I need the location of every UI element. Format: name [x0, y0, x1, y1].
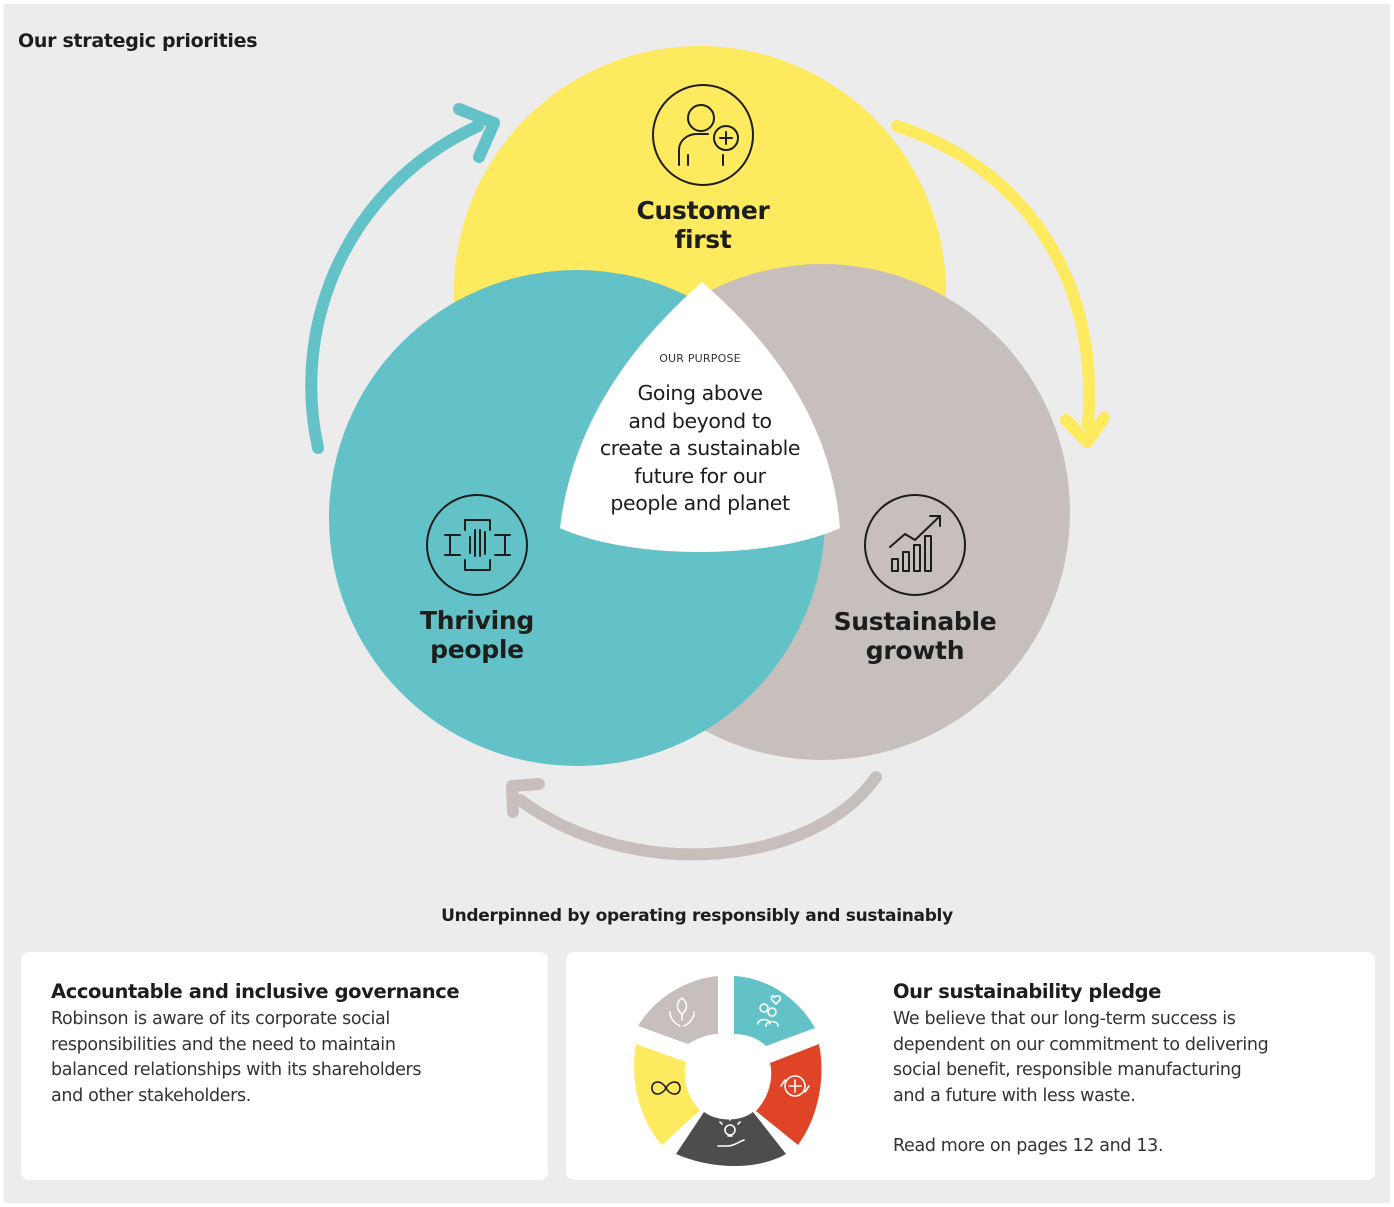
people-heart-icon [757, 995, 782, 1027]
governance-heading: Accountable and inclusive governance [51, 980, 460, 1003]
teal-cycle-arrow [305, 120, 484, 454]
infinity-icon [651, 1081, 681, 1095]
taupe-cycle-arrow [514, 771, 882, 861]
wheel-segment-lightbulb [676, 1112, 786, 1166]
lightbulb-hand-icon [717, 1117, 745, 1147]
plant-in-hands-icon [669, 997, 695, 1027]
purpose-shape [560, 282, 840, 552]
growth-chart-icon [864, 494, 966, 596]
governance-line3: balanced relationships with its sharehol… [51, 1060, 422, 1080]
taupe-arrowhead [506, 778, 545, 818]
governance-body: Robinson is aware of its corporate socia… [51, 1007, 422, 1109]
teal-arrowhead [453, 103, 500, 163]
customer-first-label: Customer first [603, 196, 803, 254]
thriving-people-line1: Thriving [420, 606, 534, 635]
yellow-cycle-arrow [891, 120, 1096, 431]
strategic-priorities-diagram [305, 46, 1110, 861]
governance-line2: responsibilities and the need to maintai… [51, 1034, 396, 1055]
yellow-arrowhead [1060, 412, 1110, 448]
pledge-card: Our sustainability pledge We believe tha… [566, 952, 1375, 1180]
pledge-line1: We believe that our long-term success is [893, 1009, 1236, 1029]
pledge-line4: and a future with less waste. [893, 1085, 1136, 1106]
recycle-plus-icon [780, 1075, 810, 1097]
sustainable-growth-line1: Sustainable [833, 607, 997, 636]
sustainability-wheel [634, 976, 822, 1166]
sustainable-growth-line2: growth [865, 636, 965, 665]
pledge-line3: social benefit, responsible manufacturin… [893, 1060, 1242, 1080]
thriving-people-label: Thriving people [377, 606, 577, 664]
purpose-line2: and beyond to [628, 408, 772, 433]
pledge-body: We believe that our long-term success is… [893, 1007, 1269, 1109]
underpinned-heading: Underpinned by operating responsibly and… [441, 906, 953, 926]
person-plus-icon [652, 84, 754, 186]
purpose-line1: Going above [637, 381, 763, 405]
governance-card: Accountable and inclusive governance Rob… [21, 952, 548, 1180]
purpose-line5: people and planet [610, 491, 790, 515]
page-title: Our strategic priorities [18, 30, 258, 52]
purpose-line3: create a sustainable [599, 436, 801, 460]
purpose-statement: Going above and beyond to create a susta… [570, 380, 830, 518]
sustainable-growth-label: Sustainable growth [795, 607, 1035, 665]
pledge-line2: dependent on our commitment to deliverin… [893, 1034, 1269, 1055]
purpose-line4: future for our [634, 463, 766, 488]
governance-line4: and other stakeholders. [51, 1085, 252, 1106]
purpose-kicker: OUR PURPOSE [659, 352, 741, 365]
wheel-segment-infinity [634, 1044, 700, 1145]
thriving-people-line2: people [430, 635, 524, 664]
wheel-segment-people [734, 976, 815, 1046]
governance-line1: Robinson is aware of its corporate socia… [51, 1009, 390, 1029]
stacked-hands-icon [426, 494, 528, 596]
read-more-link[interactable]: Read more on pages 12 and 13. [893, 1136, 1164, 1156]
customer-first-line2: first [674, 225, 732, 254]
customer-first-line1: Customer [636, 196, 770, 225]
pledge-heading: Our sustainability pledge [893, 980, 1162, 1003]
